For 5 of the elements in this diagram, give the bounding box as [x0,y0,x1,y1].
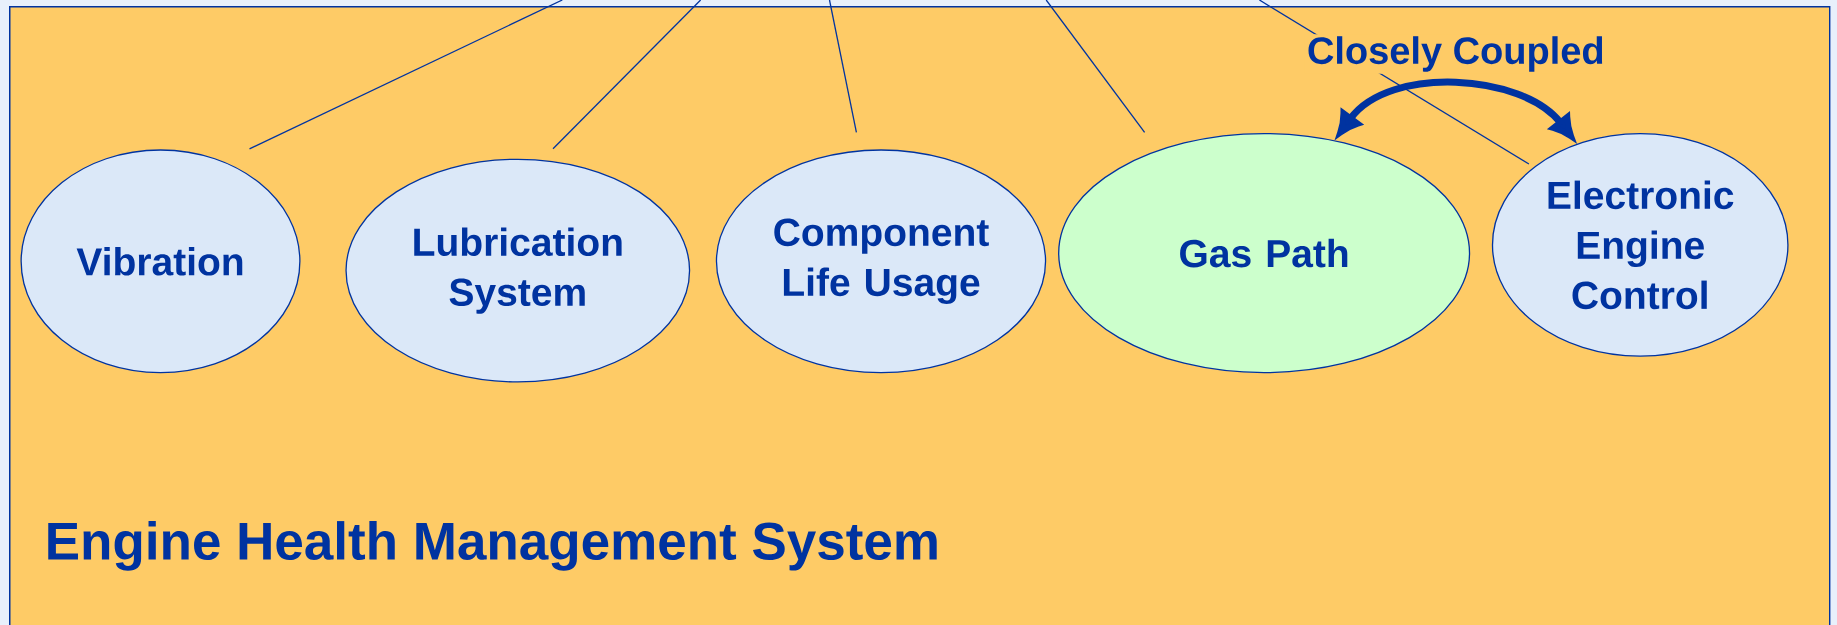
leader-line [552,0,702,150]
leader-line [1045,0,1146,134]
edge-label: Closely Coupled [1304,34,1607,74]
leader-line [828,0,858,134]
leader-line [248,0,563,150]
